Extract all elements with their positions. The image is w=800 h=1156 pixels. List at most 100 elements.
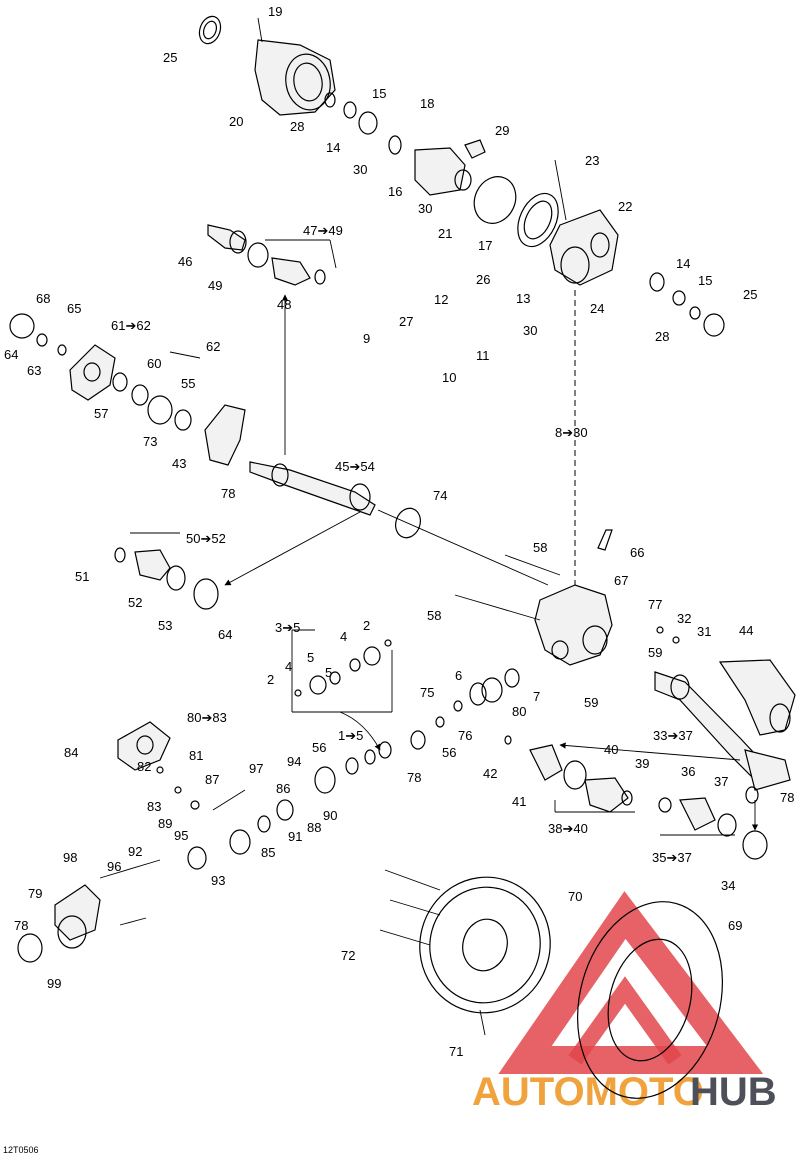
callout-label: 98 [63, 850, 77, 865]
right-axle-group [559, 659, 796, 860]
callout-label: 97 [249, 761, 263, 776]
callout-label: 28 [655, 329, 669, 344]
drive-shaft-group [224, 294, 549, 586]
callout-label: 85 [261, 845, 275, 860]
callout-label: 62 [206, 339, 220, 354]
callout-label: 10 [442, 370, 456, 385]
callout-label: 96 [107, 859, 121, 874]
callout-label: 20 [229, 114, 243, 129]
lower-cv-group [504, 735, 737, 837]
callout-label: 70 [568, 889, 582, 904]
callout-label: 39 [635, 756, 649, 771]
callout-label: 18 [420, 96, 434, 111]
callout-label: 15 [698, 273, 712, 288]
wheel-tire-group [379, 869, 723, 1099]
callout-label: 35➔37 [652, 850, 692, 865]
callout-label: 83 [147, 799, 161, 814]
callout-label: 93 [211, 873, 225, 888]
center-differential-group [454, 529, 680, 666]
callout-label: 2 [363, 618, 370, 633]
callout-label: 58 [533, 540, 547, 555]
callout-label: 5 [325, 665, 332, 680]
callout-label: 78 [14, 918, 28, 933]
lower-left-group [17, 721, 294, 963]
callout-label: 57 [94, 406, 108, 421]
watermark-logo: AUTOMOTO HUB [472, 891, 777, 1114]
callout-label: 89 [158, 816, 172, 831]
callout-label: 90 [323, 808, 337, 823]
callout-label: 64 [218, 627, 232, 642]
callout-label: 77 [648, 597, 662, 612]
callout-label: 59 [584, 695, 598, 710]
callout-label: 99 [47, 976, 61, 991]
callout-label: 38➔40 [548, 821, 588, 836]
callout-label: 60 [147, 356, 161, 371]
callout-label: 86 [276, 781, 290, 796]
callout-labels: 19 25 15 18 20 28 14 29 30 16 23 30 22 2… [3, 4, 794, 1155]
callout-label: 22 [618, 199, 632, 214]
callout-label: 88 [307, 820, 321, 835]
callout-label: 61➔62 [111, 318, 151, 333]
callout-label: 42 [483, 766, 497, 781]
callout-label: 19 [268, 4, 282, 19]
callout-label: 87 [205, 772, 219, 787]
callout-label: 53 [158, 618, 172, 633]
diagram-id-label: 12T0506 [3, 1145, 39, 1155]
callout-label: 69 [728, 918, 742, 933]
callout-label: 30 [418, 201, 432, 216]
small-parts-group [291, 629, 520, 794]
callout-label: 21 [438, 226, 452, 241]
callout-label: 26 [476, 272, 490, 287]
callout-label: 80 [512, 704, 526, 719]
callout-label: 27 [399, 314, 413, 329]
upper-cv-group [207, 224, 337, 286]
callout-label: 25 [163, 50, 177, 65]
callout-label: 16 [388, 184, 402, 199]
callout-label: 78 [221, 486, 235, 501]
watermark-word-auto: AUTOMOTO [472, 1070, 704, 1114]
callout-label: 59 [648, 645, 662, 660]
callout-label: 67 [614, 573, 628, 588]
callout-label: 64 [4, 347, 18, 362]
callout-label: 32 [677, 611, 691, 626]
callout-label: 58 [427, 608, 441, 623]
callout-label: 72 [341, 948, 355, 963]
callout-label: 78 [407, 770, 421, 785]
callout-label: 82 [137, 759, 151, 774]
callout-label: 84 [64, 745, 78, 760]
callout-label: 31 [697, 624, 711, 639]
callout-label: 25 [743, 287, 757, 302]
callout-label: 8➔30 [555, 425, 588, 440]
callout-label: 50➔52 [186, 531, 226, 546]
callout-label: 68 [36, 291, 50, 306]
callout-label: 15 [372, 86, 386, 101]
callout-label: 66 [630, 545, 644, 560]
callout-label: 81 [189, 748, 203, 763]
callout-label: 56 [442, 745, 456, 760]
callout-label: 47➔49 [303, 223, 343, 238]
callout-label: 91 [288, 829, 302, 844]
callout-label: 3➔5 [275, 620, 300, 635]
callout-label: 80➔83 [187, 710, 227, 725]
callout-label: 36 [681, 764, 695, 779]
callout-label: 92 [128, 844, 142, 859]
callout-label: 41 [512, 794, 526, 809]
callout-label: 14 [326, 140, 340, 155]
callout-label: 30 [523, 323, 537, 338]
callout-label: 49 [208, 278, 222, 293]
callout-label: 94 [287, 754, 301, 769]
callout-label: 7 [533, 689, 540, 704]
callout-label: 52 [128, 595, 142, 610]
callout-label: 48 [277, 297, 291, 312]
callout-label: 95 [174, 828, 188, 843]
callout-label: 33➔37 [653, 728, 693, 743]
callout-label: 4 [340, 629, 347, 644]
callout-label: 71 [449, 1044, 463, 1059]
callout-label: 51 [75, 569, 89, 584]
callout-label: 1➔5 [338, 728, 363, 743]
callout-label: 9 [363, 331, 370, 346]
callout-label: 4 [285, 659, 292, 674]
callout-label: 46 [178, 254, 192, 269]
callout-label: 12 [434, 292, 448, 307]
